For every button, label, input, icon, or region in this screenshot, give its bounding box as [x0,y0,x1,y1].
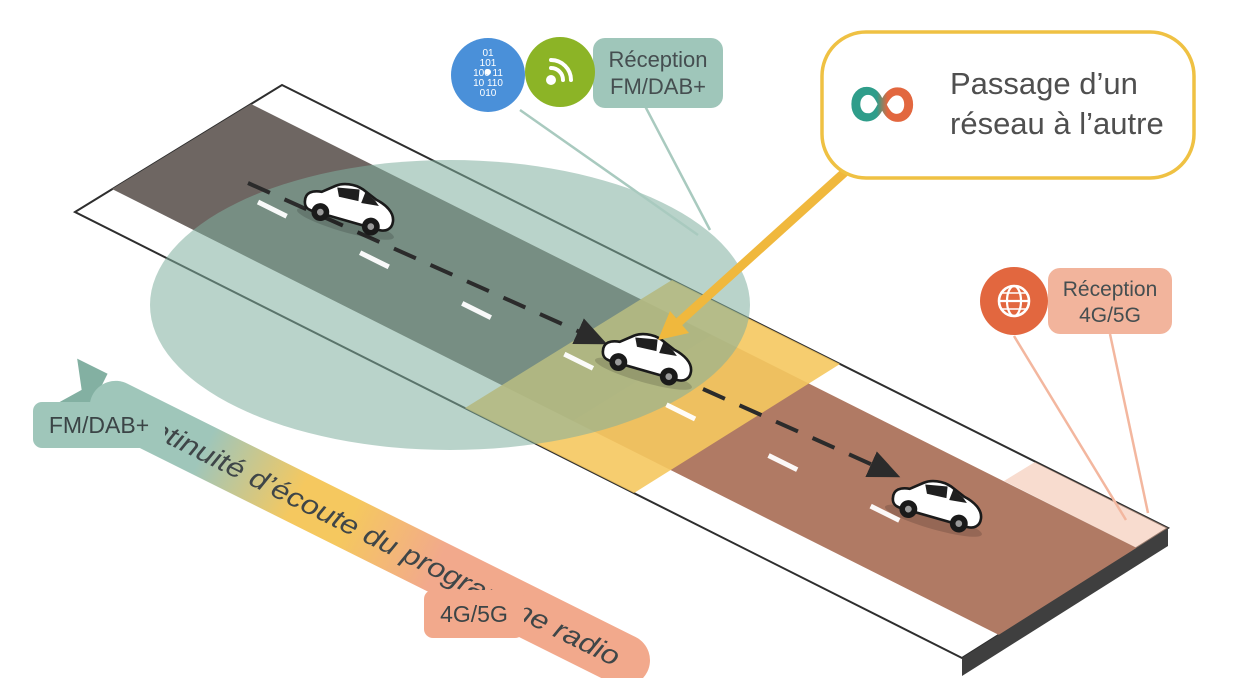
g4-reception-line2: 4G/5G [1079,304,1141,327]
fm-zone-tag-label: FM/DAB+ [49,412,149,438]
globe-icon [980,267,1048,335]
road-end-cap [962,528,1168,676]
fm-connector-lines [519,105,712,237]
g4-zone-tag: 4G/5G [424,590,524,638]
trajectory-path [247,181,901,478]
svg-text:010: 010 [480,88,497,99]
svg-text:101: 101 [480,58,497,69]
g4-zone-tag-label: 4G/5G [440,601,508,627]
fm-reception-group: Réception FM/DAB+ 01 101 100 11 10 110 0… [451,37,723,112]
fm-coverage-ellipse [150,160,750,450]
handover-callout: ∞ Passage d’un réseau à l’autre [820,30,1196,180]
fm-reception-line1: Réception [608,47,707,72]
broadcast-icon [525,37,595,107]
svg-text:01: 01 [482,48,494,59]
g4-reception-line1: Réception [1063,278,1158,301]
handover-arrow [658,168,849,340]
handover-title-line2: réseau à l’autre [950,106,1164,141]
g4-reception-label [1048,268,1172,334]
infinity-icon: ∞ [848,46,916,153]
g4-connector-lines [1012,333,1150,521]
fm-reception-label [593,38,723,108]
svg-text:10 110: 10 110 [473,78,503,89]
binary-data-icon: 01 101 100 11 10 110 010 [451,38,525,112]
g4-reception-group: Réception 4G/5G [980,267,1172,335]
shoulder-4g-tint [1004,462,1168,548]
handover-title-line1: Passage d’un [950,66,1138,101]
fm-zone-tag: FM/DAB+ [33,402,165,448]
lane-markings [256,199,967,556]
fm-reception-line2: FM/DAB+ [610,74,706,99]
